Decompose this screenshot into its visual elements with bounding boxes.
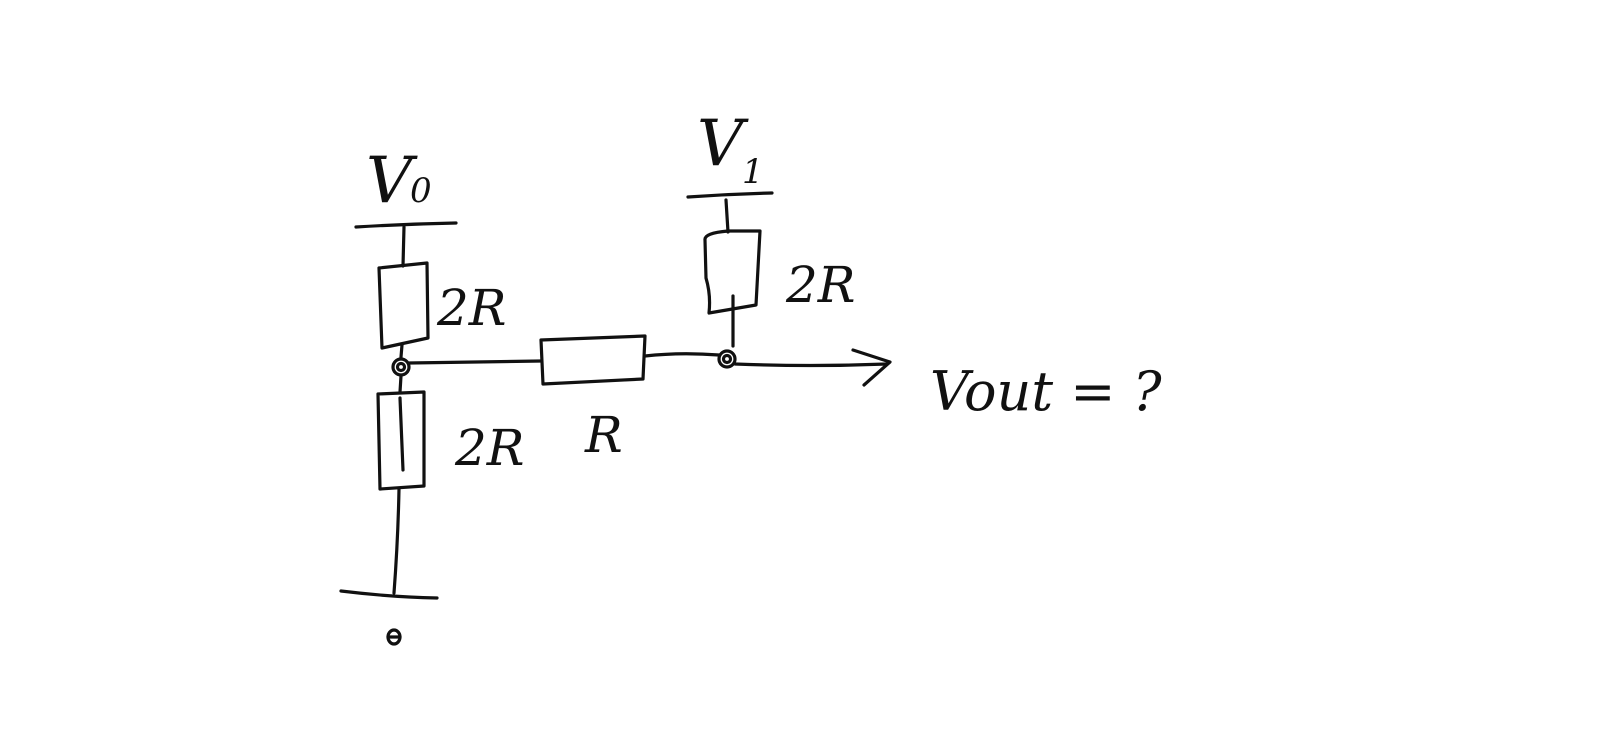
left-branch: 2R 2R bbox=[339, 225, 524, 646]
series-branch: R bbox=[407, 334, 721, 464]
wire-bottom-resistor-to-ground bbox=[392, 487, 401, 595]
output-arrowhead bbox=[851, 348, 892, 387]
v1-subscript: 1 bbox=[742, 152, 764, 192]
v0-subscript: 0 bbox=[410, 171, 432, 211]
ground-bar bbox=[339, 589, 439, 600]
resistor-top-left bbox=[377, 261, 430, 350]
resistor-top-left-label: 2R bbox=[436, 279, 506, 337]
v0-source: V 0 bbox=[354, 144, 458, 229]
resistor-top-right bbox=[703, 229, 762, 315]
resistor-bottom-left-label: 2R bbox=[454, 419, 524, 477]
resistor-bottom-left bbox=[376, 390, 426, 491]
resistor-bottom-left-tick bbox=[398, 396, 405, 472]
resistor-middle-label: R bbox=[584, 406, 623, 464]
resistor-top-right-label: 2R bbox=[785, 256, 855, 314]
wire-node-to-bottom-resistor bbox=[398, 374, 403, 394]
right-node bbox=[717, 349, 737, 369]
wire-left-node-to-r bbox=[407, 359, 543, 365]
wire-r-to-right-node bbox=[643, 352, 721, 358]
output: Vout = ? bbox=[733, 348, 1163, 423]
output-label: Vout = ? bbox=[930, 360, 1163, 423]
wire-v1-to-resistor bbox=[724, 198, 730, 234]
v1-supply-bar bbox=[686, 191, 774, 199]
resistor-middle bbox=[539, 334, 647, 386]
v1-source: V 1 2R bbox=[686, 107, 855, 369]
ground-symbol bbox=[386, 628, 402, 646]
v0-label: V bbox=[366, 144, 418, 218]
left-node bbox=[391, 357, 411, 377]
output-wire bbox=[733, 362, 889, 368]
wire-v0-to-top-resistor bbox=[401, 225, 406, 268]
wire-top-resistor-to-node bbox=[399, 343, 404, 359]
v1-label: V bbox=[697, 107, 749, 181]
v0-supply-bar bbox=[354, 221, 458, 229]
